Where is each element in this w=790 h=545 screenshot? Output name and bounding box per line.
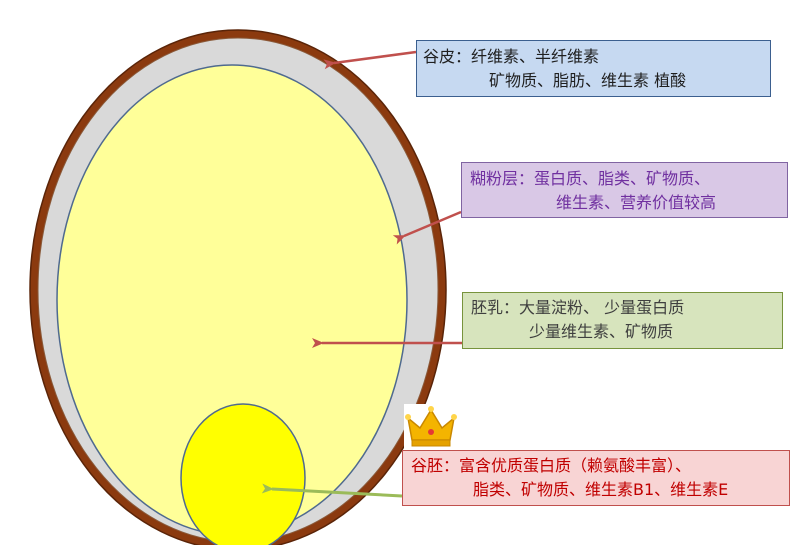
label-aleurone-line2: 维生素、营养价值较高 <box>556 193 717 212</box>
label-germ-line2: 脂类、矿物质、维生素B1、维生素E <box>473 480 729 499</box>
arrow-germ <box>261 483 403 498</box>
label-germ-line1: 谷胚：富含优质蛋白质（赖氨酸丰富）、 <box>411 456 692 475</box>
label-germ: 谷胚：富含优质蛋白质（赖氨酸丰富）、 脂类、矿物质、维生素B1、维生素E <box>402 450 790 506</box>
label-husk-line2: 矿物质、脂肪、维生素 植酸 <box>489 71 687 90</box>
crown-icon <box>404 404 458 450</box>
label-husk-line1: 谷皮：纤维素、半纤维素 <box>423 47 600 66</box>
label-aleurone: 糊粉层：蛋白质、脂类、矿物质、 维生素、营养价值较高 <box>461 162 788 218</box>
label-endosperm-line1: 胚乳：大量淀粉、 少量蛋白质 <box>471 298 685 317</box>
arrow-husk <box>323 50 417 70</box>
germ-region <box>180 403 306 545</box>
arrow-aleurone <box>392 210 462 245</box>
label-aleurone-line1: 糊粉层：蛋白质、脂类、矿物质、 <box>470 169 711 188</box>
label-endosperm: 胚乳：大量淀粉、 少量蛋白质 少量维生素、矿物质 <box>462 292 783 349</box>
label-endosperm-line2: 少量维生素、矿物质 <box>529 322 674 341</box>
label-husk: 谷皮：纤维素、半纤维素 矿物质、脂肪、维生素 植酸 <box>416 40 771 97</box>
